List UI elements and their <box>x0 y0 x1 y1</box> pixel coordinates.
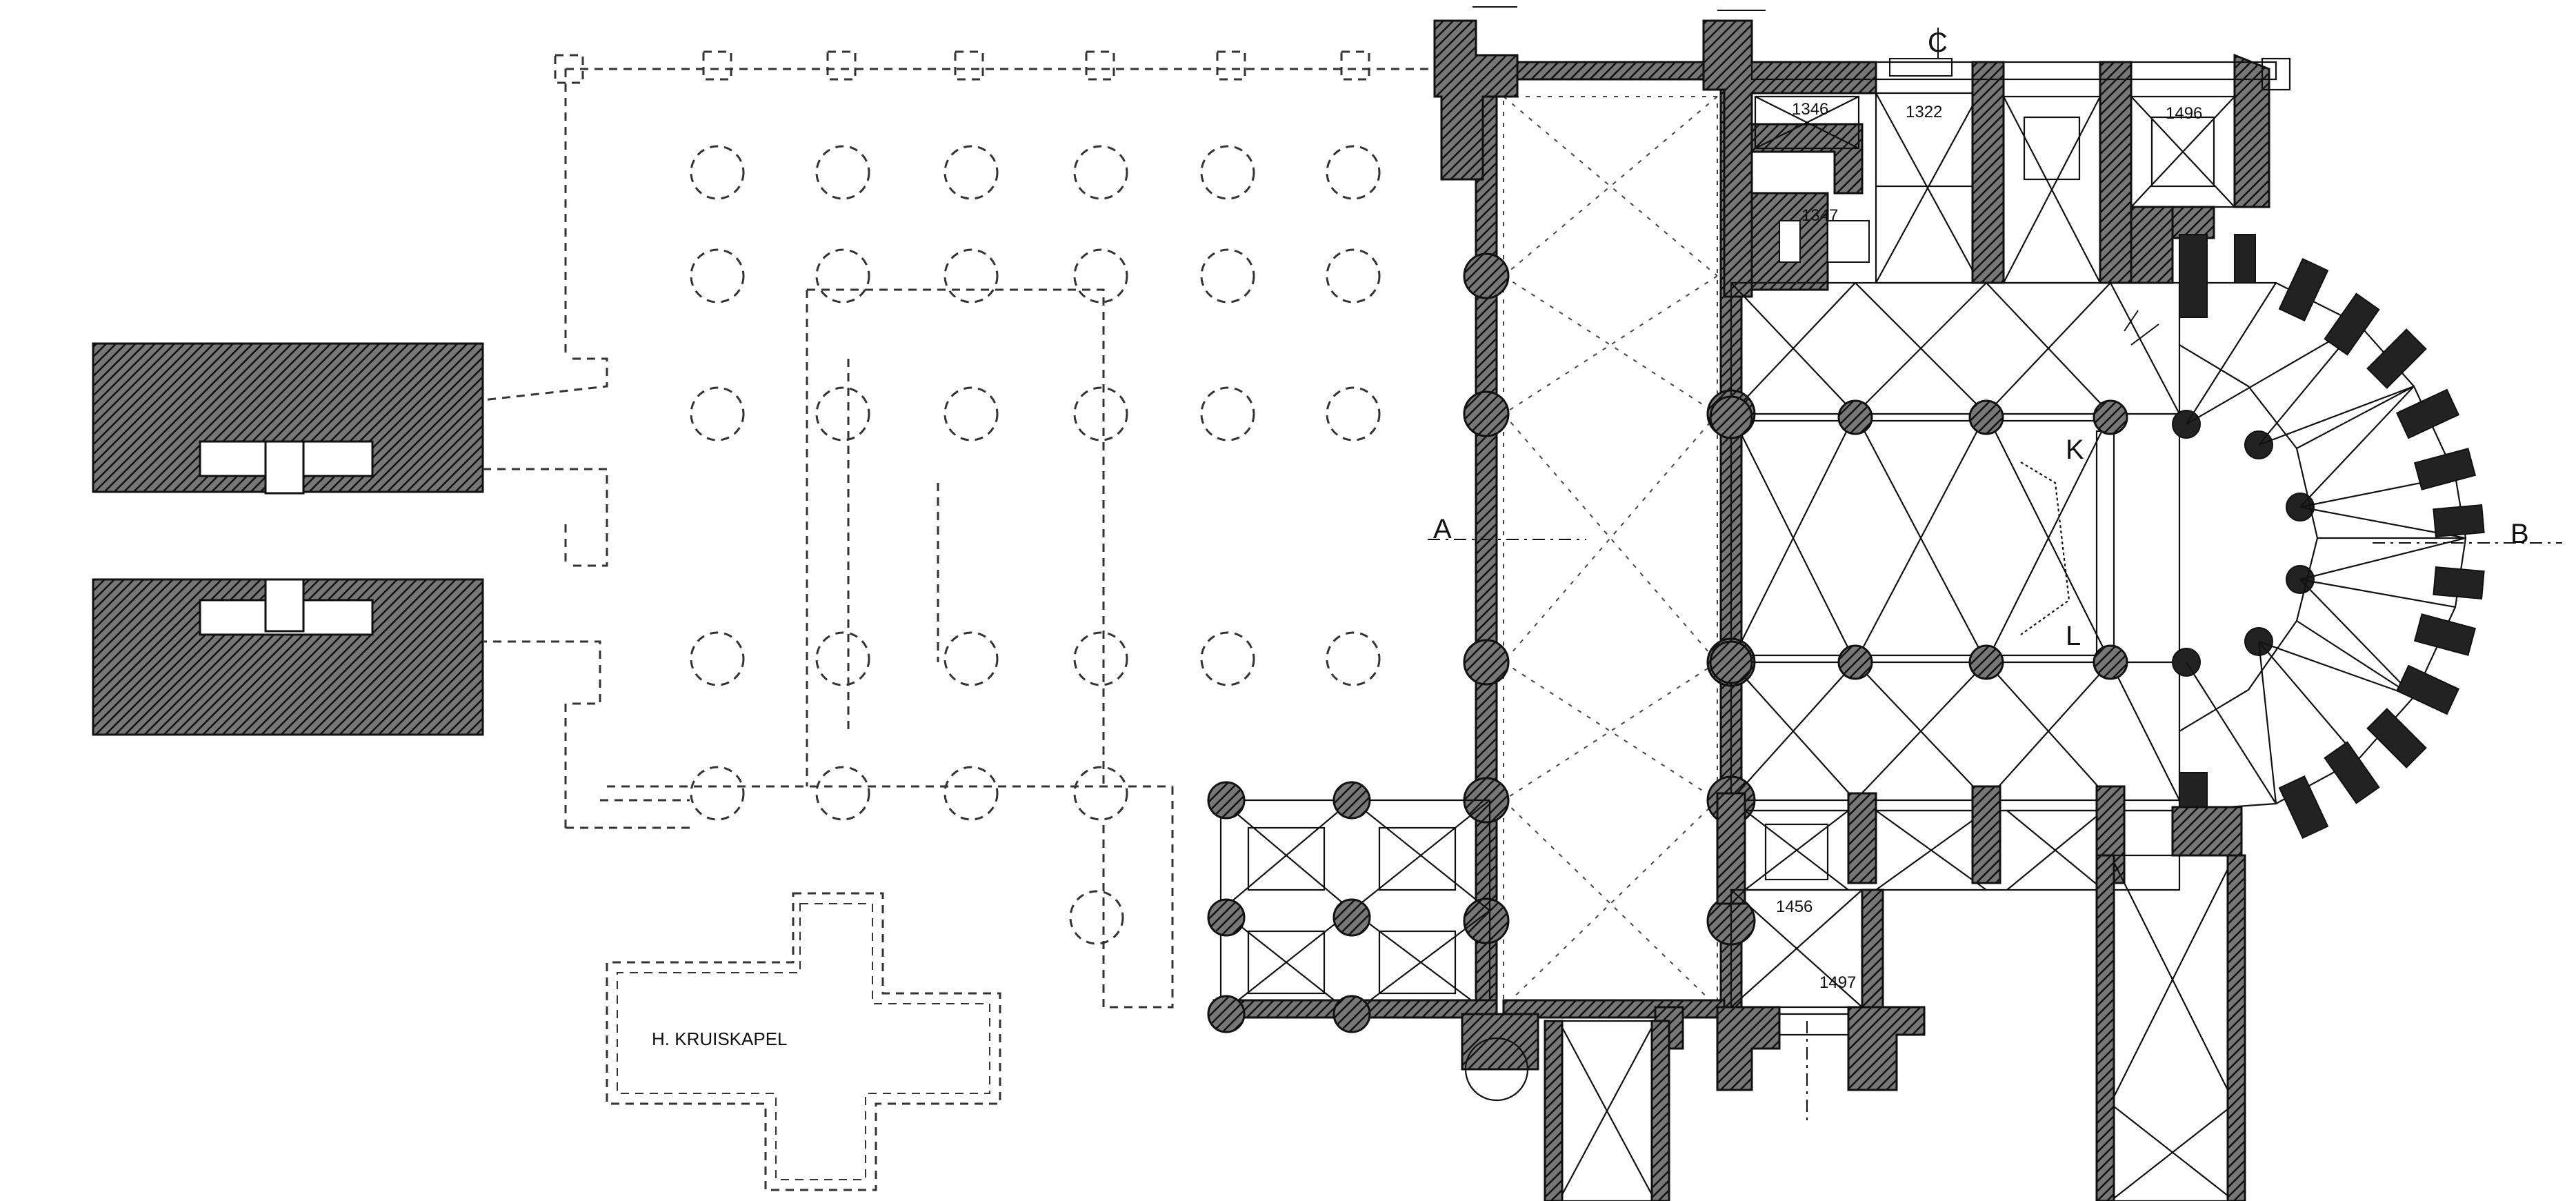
choir-piers <box>1709 395 2315 684</box>
transept-west-bay <box>1475 33 1743 1019</box>
section-marker-c: C <box>1928 28 1948 58</box>
south-porch <box>1544 806 2246 1201</box>
apse <box>2130 206 2485 856</box>
plan-labels: H. KRUISKAPEL 1346 1322 1496 1347 1456 1… <box>652 28 2529 1049</box>
kruiskapel-outline <box>606 892 1001 1191</box>
section-marker-b: B <box>2510 519 2529 549</box>
year-label-1496: 1496 <box>2166 104 2202 123</box>
year-label-1456: 1456 <box>1776 897 1813 916</box>
former-nave-outline <box>482 50 1431 1191</box>
choir-vaults <box>1730 281 2181 812</box>
year-label-1322: 1322 <box>1906 103 1942 121</box>
section-marker-k: K <box>2066 435 2084 465</box>
nw-tower <box>1433 19 1719 181</box>
south-west-chapels <box>1207 781 1539 1102</box>
section-markers <box>1428 6 2562 1121</box>
section-marker-a: A <box>1433 514 1452 544</box>
year-label-1347: 1347 <box>1801 206 1838 225</box>
buttresses-north <box>554 50 1370 84</box>
year-label-1497: 1497 <box>1819 973 1856 992</box>
section-marker-l: L <box>2066 621 2081 651</box>
west-block <box>92 342 484 736</box>
south-chapels <box>1654 785 2181 1091</box>
apse-buttresses <box>2278 257 2485 840</box>
year-label-1346: 1346 <box>1792 100 1828 119</box>
chapel-label: H. KRUISKAPEL <box>652 1029 788 1049</box>
nave-piers <box>1463 252 1756 946</box>
former-piers <box>690 145 1381 945</box>
